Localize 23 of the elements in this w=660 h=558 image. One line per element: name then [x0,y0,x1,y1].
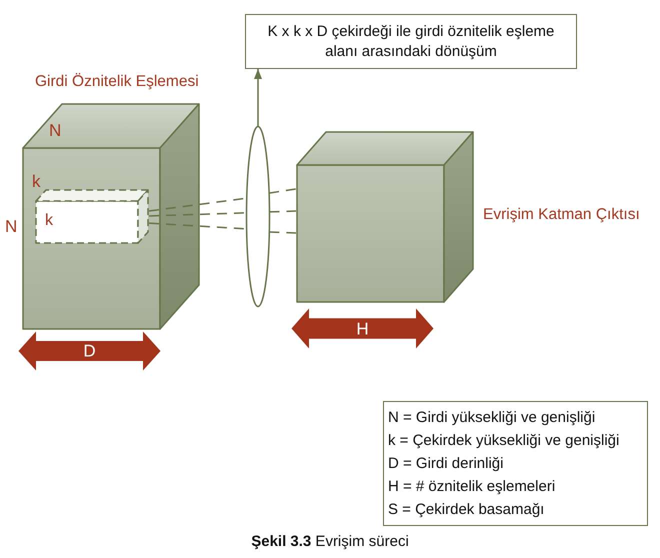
heading: Evrişim Katman Çıktısı [483,205,640,225]
caption: Şekil 3.3 Evrişim süreci [251,533,409,550]
dimension-label: N [49,122,62,139]
definition-text: S = Çekirdek basamağı [388,500,544,520]
dimension-label: H [356,320,369,337]
arrow [254,69,262,126]
dashed-line [148,212,247,217]
dashed-line [269,188,296,194]
dimension-label: k [45,213,53,229]
ellipse [245,125,271,308]
definition-text: N = Girdi yüksekliği ve genişliği [388,408,596,428]
heading: Girdi Öznitelik Eşlemesi [35,72,199,92]
definition-text: k = Çekirdek yüksekliği ve genişliği [388,431,620,451]
definition-text: H = # öznitelik eşlemeleri [388,477,556,497]
definition-text: D = Girdi derinliği [388,454,504,474]
dashed-line [148,222,247,230]
dimension-label: N [5,218,18,235]
dimension-label: D [83,342,96,360]
note-box: K x k x D çekirdeği ile girdi öznitelik eşleme alanı arasındaki dönüşüm [245,14,577,69]
key-panel [383,401,648,526]
dashed-line [269,210,296,213]
dimension-label: k [32,173,40,190]
dashed-line [269,231,296,234]
